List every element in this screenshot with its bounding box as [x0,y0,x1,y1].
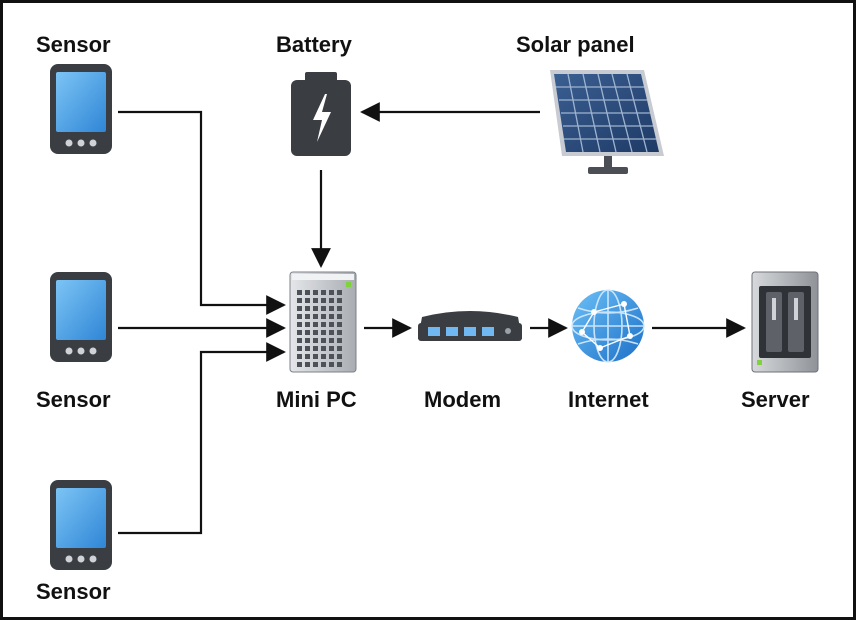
solar-panel-label: Solar panel [516,32,635,57]
battery-label: Battery [276,32,352,57]
tower-pc-icon [289,271,357,373]
server-icon [751,271,819,373]
globe-icon [571,289,645,363]
server-label: Server [741,387,810,412]
internet-label: Internet [568,387,649,412]
sensor-bottom-icon [50,480,112,570]
sensor-top-icon [50,64,112,154]
arrow-sensor-bottom-to-minipc [118,342,286,535]
arrow-sensor-top-to-minipc [118,110,286,315]
sensor-bottom-label: Sensor [36,579,111,604]
sensor-top-label: Sensor [36,32,111,57]
battery-icon [291,72,351,156]
modem-label: Modem [424,387,501,412]
solar-panel-icon [550,70,664,174]
router-icon [418,311,522,341]
sensor-mid-label: Sensor [36,387,111,412]
sensor-mid-icon [50,272,112,362]
mini-pc-label: Mini PC [276,387,357,412]
